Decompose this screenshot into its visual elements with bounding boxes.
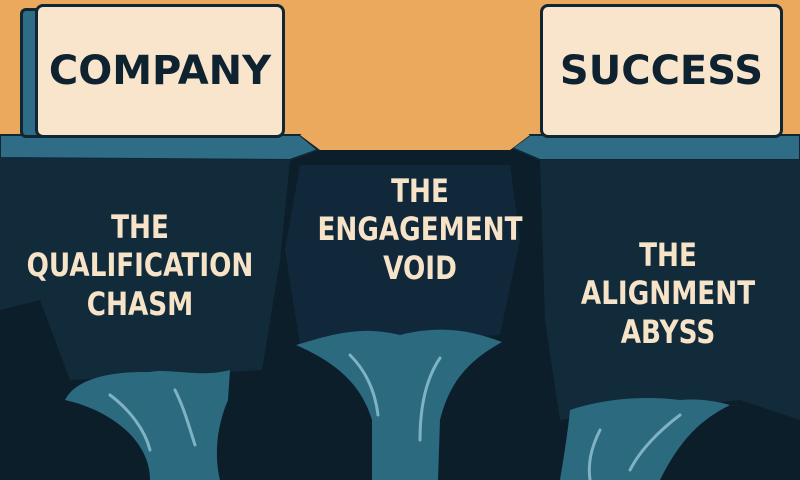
company-sign: COMPANY [35,4,285,138]
right-cliff-top [509,134,800,161]
label-line: THE [111,208,169,246]
qualification-chasm-label: THE QUALIFICATION CHASM [17,208,263,323]
label-line: QUALIFICATION [26,246,254,285]
middle-waterfall [296,329,502,480]
label-line: ENGAGEMENT [317,210,523,249]
label-line: THE [639,236,697,274]
label-line: CHASM [86,284,194,323]
company-sign-text: COMPANY [48,48,272,94]
water-highlights [108,353,682,480]
left-cliff-top [0,134,320,162]
label-line: ABYSS [620,312,716,351]
left-cliff-rock [0,158,290,380]
engagement-void-label: THE ENGAGEMENT VOID [281,172,560,287]
label-line: VOID [383,248,457,287]
success-sign-text: SUCCESS [559,48,764,94]
success-sign: SUCCESS [540,4,783,138]
label-line: ALIGNMENT [580,274,756,313]
label-line: THE [391,172,449,210]
right-waterfall [560,398,730,480]
left-waterfall [65,370,230,480]
sky-gap [300,135,530,150]
alignment-abyss-label: THE ALIGNMENT ABYSS [545,236,791,351]
middle-cliff-rock [285,165,520,345]
right-cliff-rock [540,160,800,420]
